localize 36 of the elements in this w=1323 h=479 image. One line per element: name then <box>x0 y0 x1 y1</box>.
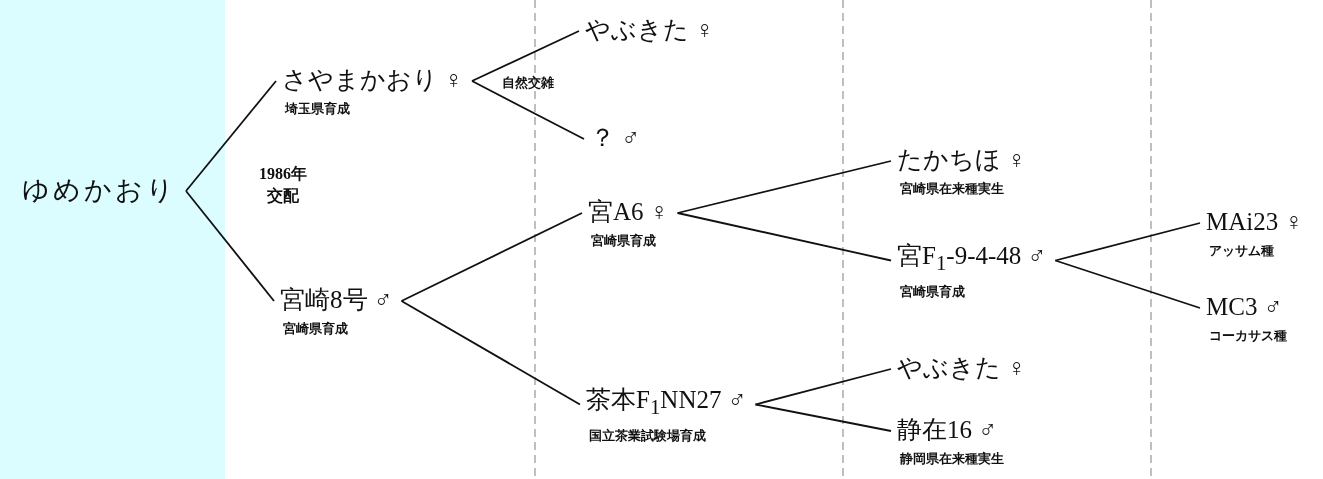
cultivar-name: 静在16 ♂ <box>897 415 997 445</box>
cultivar-name: やぶきた ♀ <box>585 15 714 45</box>
pedigree-line <box>676 160 892 214</box>
origin-note: 国立茶業試験場育成 <box>589 427 707 445</box>
pedigree-line <box>400 300 581 406</box>
origin-note: 埼玉県育成 <box>285 100 351 118</box>
origin-note: 宮崎県育成 <box>900 283 966 301</box>
cultivar-name: ？ ♂ <box>590 123 640 153</box>
pedigree-line <box>676 212 892 262</box>
note-text: 1986年交配 <box>258 164 308 207</box>
origin-note: 宮崎県育成 <box>283 320 349 338</box>
pedigree-line <box>185 80 277 192</box>
cultivar-name: やぶきた ♀ <box>897 353 1026 383</box>
pedigree-line <box>471 30 580 82</box>
note-text: 自然交雑 <box>502 74 555 92</box>
cultivar-name: MC3 ♂ <box>1206 292 1283 322</box>
pedigree-line <box>754 403 892 432</box>
cultivar-name: 宮A6 ♀ <box>588 197 669 227</box>
cultivar-name: ゆめかおり <box>22 174 177 206</box>
cultivar-name: さやまかおり ♀ <box>282 65 463 95</box>
origin-note: コーカサス種 <box>1209 327 1287 345</box>
cultivar-name: 宮F$_{1}$-9-4-48 ♂ <box>897 241 1047 277</box>
origin-note: アッサム種 <box>1209 242 1275 260</box>
pedigree-line <box>1054 259 1201 309</box>
pedigree-line <box>400 212 583 302</box>
cultivar-name: 宮崎8号 ♂ <box>280 285 393 315</box>
pedigree-line <box>754 368 892 406</box>
cultivar-name: MAi23 ♀ <box>1206 207 1304 237</box>
origin-note: 宮崎県在来種実生 <box>900 180 1005 198</box>
pedigree-line <box>471 80 585 140</box>
origin-note: 宮崎県育成 <box>591 232 657 250</box>
origin-note: 静岡県在来種実生 <box>900 450 1004 468</box>
cultivar-name: 茶本F$_{1}$NN27 ♂ <box>586 385 747 421</box>
pedigree-line <box>1054 222 1201 262</box>
pedigree-line <box>185 190 275 302</box>
cultivar-name: たかちほ ♀ <box>897 145 1026 175</box>
